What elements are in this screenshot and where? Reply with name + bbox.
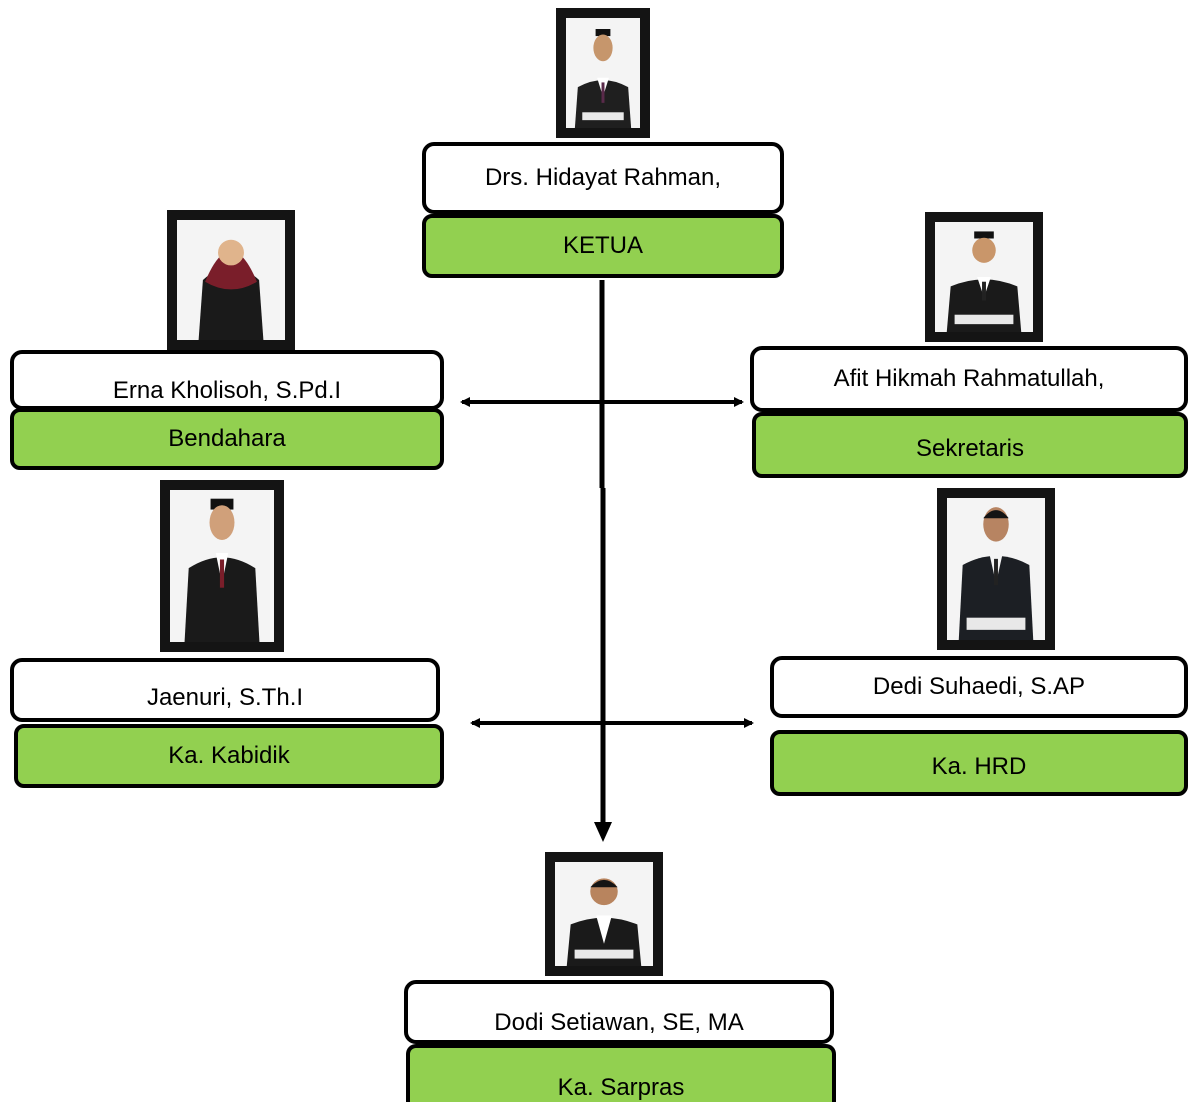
name-box-ketua: Drs. Hidayat Rahman,	[422, 142, 784, 214]
name-box-kabidik: Jaenuri, S.Th.I	[10, 658, 440, 722]
role-box-sekretaris: Sekretaris	[752, 412, 1188, 478]
person-photo-kabidik	[160, 480, 284, 652]
role-box-hrd: Ka. HRD	[770, 730, 1188, 796]
down-arrowhead	[594, 822, 612, 842]
name-box-sekretaris: Afit Hikmah Rahmatullah,	[750, 346, 1188, 412]
name-box-sarpras: Dodi Setiawan, SE, MA	[404, 980, 834, 1044]
name-box-hrd: Dedi Suhaedi, S.AP	[770, 656, 1188, 718]
role-box-bendahara: Bendahara	[10, 408, 444, 470]
person-photo-hrd	[937, 488, 1055, 650]
role-box-ketua: KETUA	[422, 214, 784, 278]
person-photo-sekretaris	[925, 212, 1043, 342]
person-photo-sarpras	[545, 852, 663, 976]
person-photo-bendahara	[167, 210, 295, 350]
name-box-bendahara: Erna Kholisoh, S.Pd.I	[10, 350, 444, 410]
role-box-kabidik: Ka. Kabidik	[14, 724, 444, 788]
person-photo-ketua	[556, 8, 650, 138]
role-box-sarpras: Ka. Sarpras	[406, 1044, 836, 1102]
